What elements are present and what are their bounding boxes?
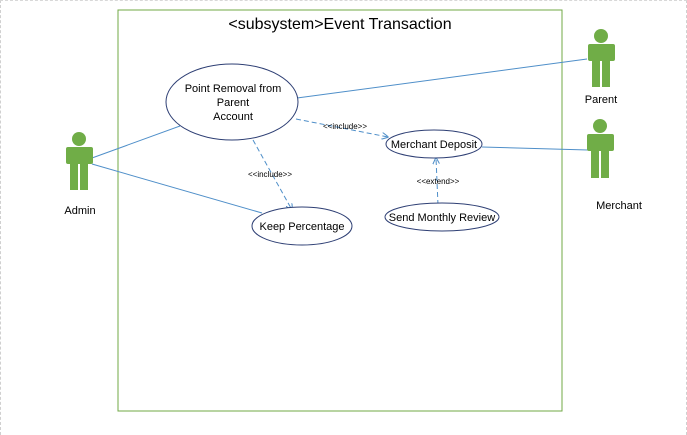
actor-admin-icon (66, 132, 93, 190)
actor-merchant-label: Merchant (596, 200, 642, 212)
subsystem-title: <subsystem>Event Transaction (228, 16, 451, 33)
extend-label-review: <<extend>> (417, 177, 460, 186)
system-boundary (117, 9, 563, 412)
usecase-send-monthly-review-label: Send Monthly Review (389, 212, 495, 224)
association-admin-keep-percentage (91, 163, 263, 214)
usecase-point-removal-line2: Parent (217, 97, 249, 109)
association-point-removal-parent (296, 58, 588, 99)
usecase-merchant-deposit-label: Merchant Deposit (391, 139, 477, 151)
association-deposit-merchant (481, 146, 589, 151)
usecase-point-removal: Point Removal from Parent Account (165, 63, 299, 141)
actor-admin-label: Admin (64, 205, 95, 217)
include-label-keep: <<include>> (248, 170, 292, 179)
actor-parent-label: Parent (585, 94, 617, 106)
usecase-keep-percentage-label: Keep Percentage (259, 221, 344, 233)
actor-parent-icon (588, 29, 615, 87)
usecase-keep-percentage: Keep Percentage (251, 206, 353, 246)
usecase-point-removal-line1: Point Removal from (185, 83, 282, 95)
usecase-send-monthly-review: Send Monthly Review (384, 202, 500, 232)
include-label-deposit: <<include>> (323, 122, 367, 131)
include-arrow-keep-percentage (252, 139, 292, 210)
association-admin-point-removal (91, 125, 181, 159)
usecase-point-removal-line3: Account (213, 111, 253, 123)
usecase-merchant-deposit: Merchant Deposit (385, 129, 483, 159)
actor-merchant-icon (587, 119, 614, 178)
